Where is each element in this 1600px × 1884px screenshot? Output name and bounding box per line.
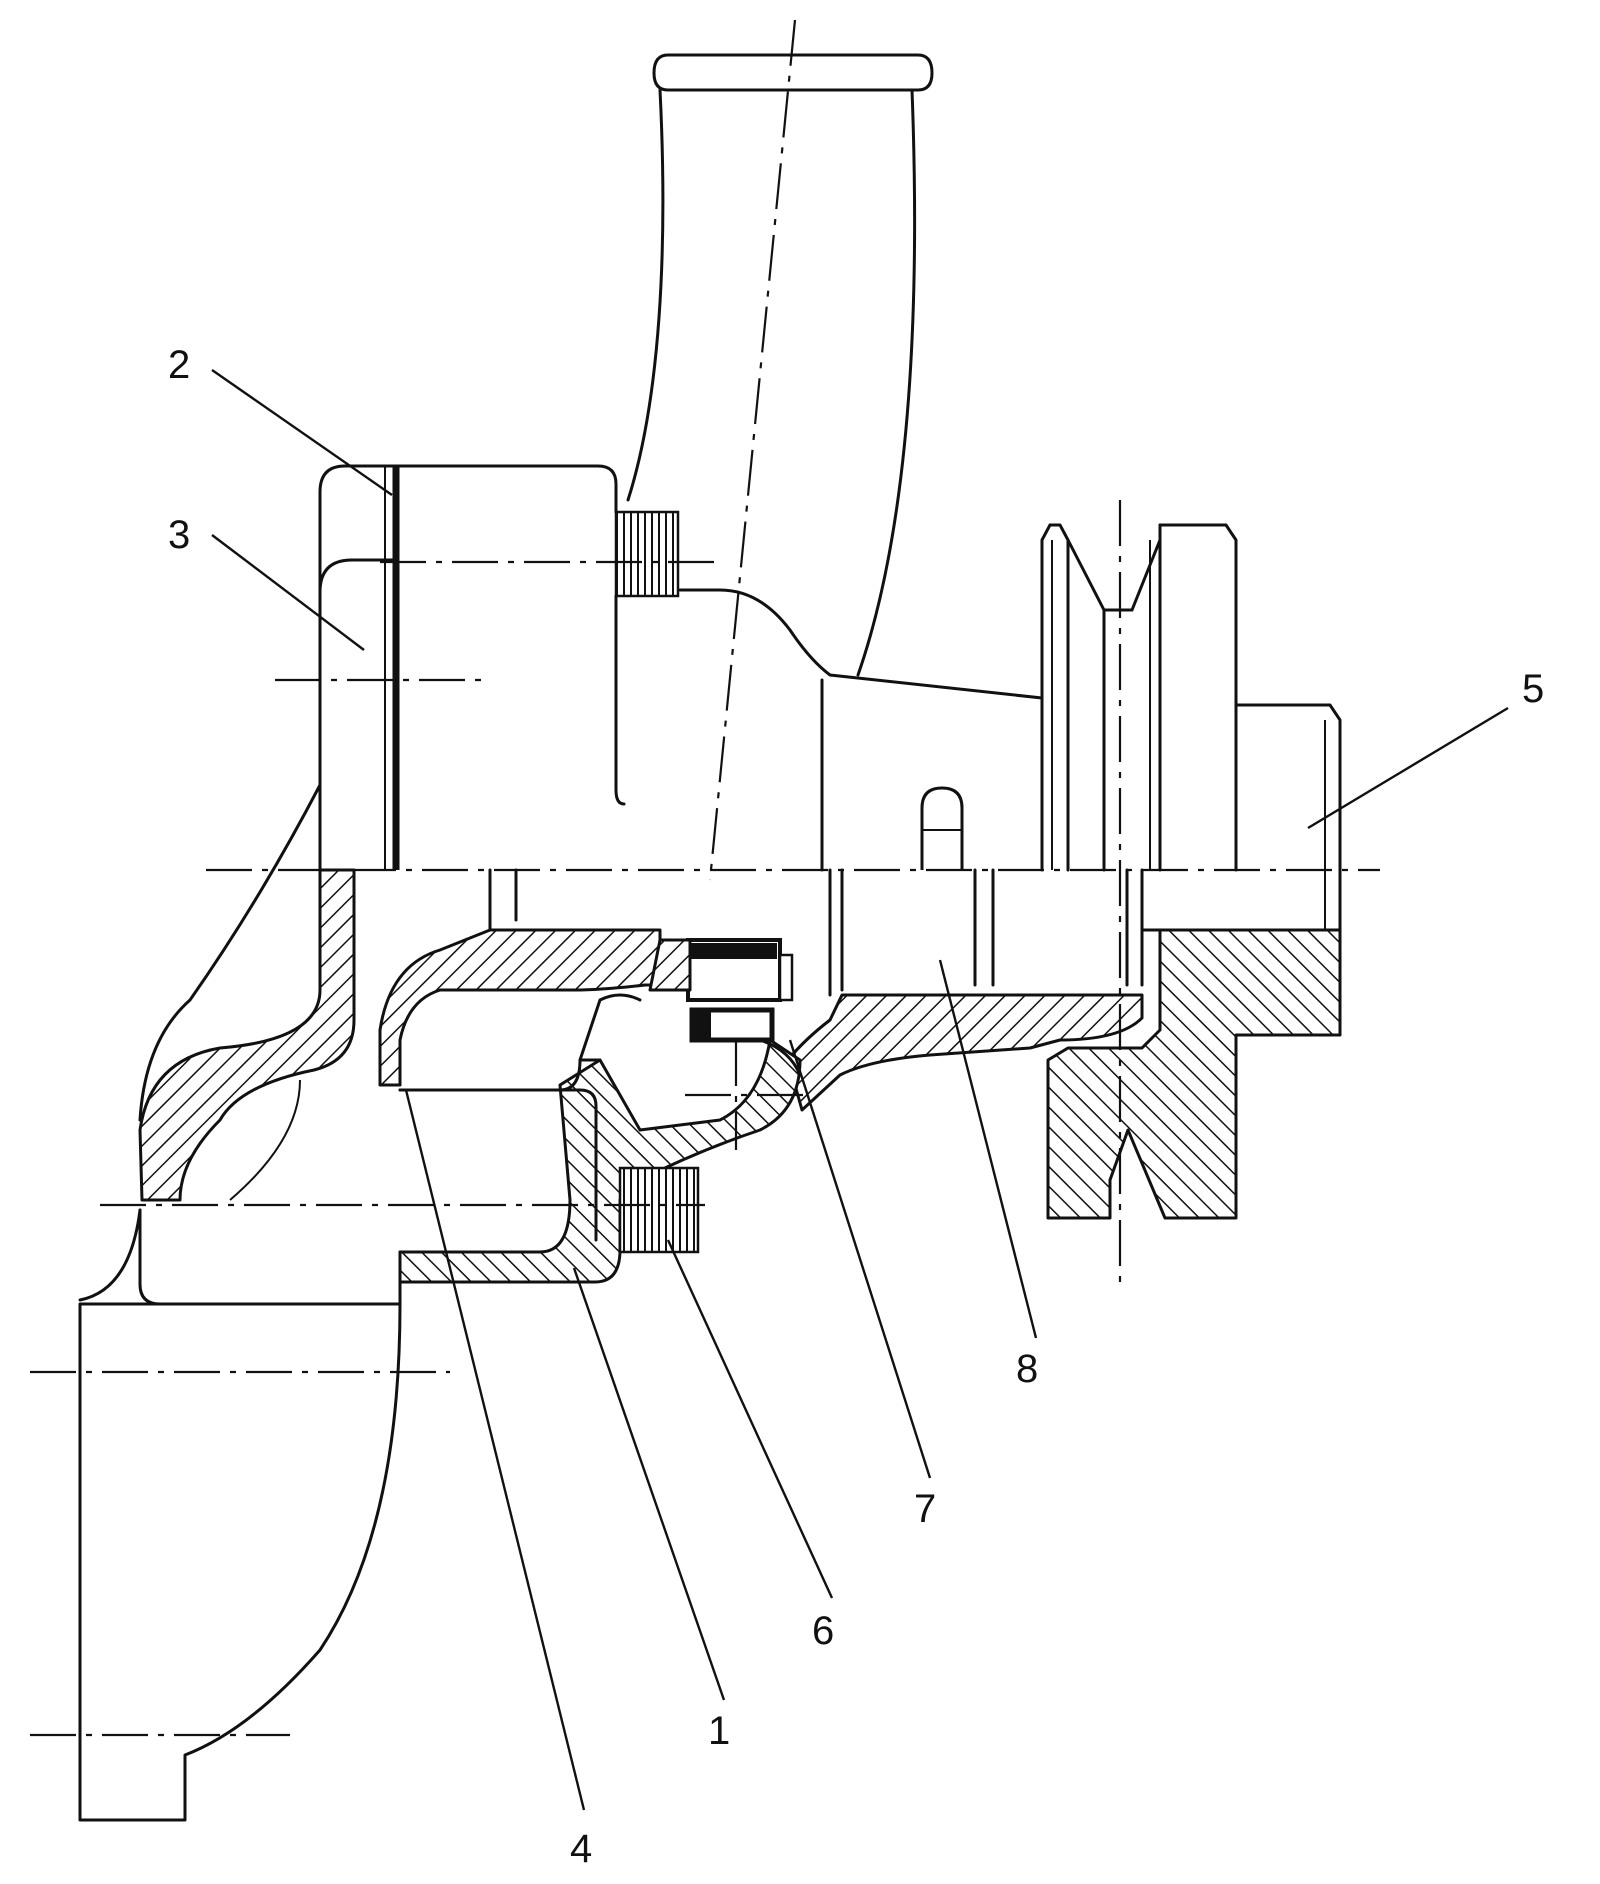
drive-pulley: [1040, 523, 1342, 932]
outlet-pipe: [626, 53, 934, 677]
volute-section: [138, 868, 356, 1202]
callout-3: 3: [168, 513, 190, 557]
lower-stud: [618, 1166, 700, 1254]
pump-body-section: [398, 1038, 802, 1284]
shaft-seal: [648, 938, 794, 1043]
callout-5: 5: [1522, 667, 1544, 711]
callout-2: 2: [168, 343, 190, 387]
impeller-outline: [398, 993, 802, 1092]
pulley-hub-section: [1046, 928, 1342, 1220]
callout-7: 7: [914, 1487, 936, 1531]
centerlines: [30, 19, 1380, 1737]
pump-housing: [318, 464, 1044, 872]
upper-stud: [614, 510, 680, 598]
pump-inlet-body: [78, 783, 598, 1822]
callout-6: 6: [812, 1609, 834, 1653]
callout-1: 1: [708, 1709, 730, 1753]
callout-8: 8: [1016, 1347, 1038, 1391]
callout-labels: 2 3 5 8 7 6 1 4: [168, 343, 1544, 1871]
impeller-section: [378, 928, 662, 1087]
leader-lines: [211, 369, 1509, 1811]
callout-4: 4: [570, 1827, 592, 1871]
